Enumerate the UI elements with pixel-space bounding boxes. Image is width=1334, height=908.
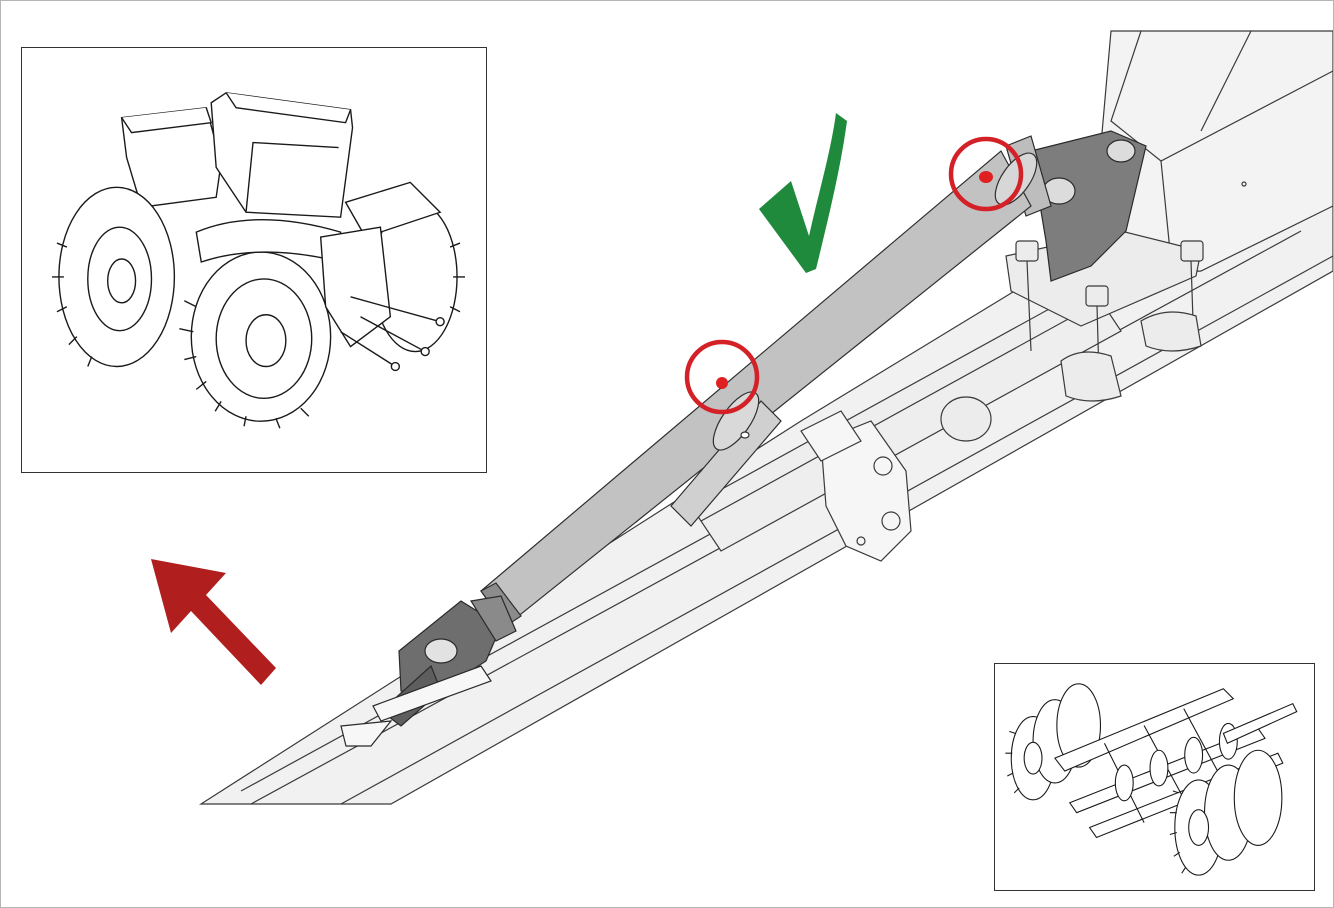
trailed-implement-icon <box>1005 683 1298 876</box>
arrow-up-left-icon <box>151 559 276 685</box>
highlight-circle-upper <box>948 136 1024 212</box>
locking-pin-lower <box>716 377 728 389</box>
locking-pin-upper <box>979 171 993 183</box>
lower-clevis-hitch <box>340 595 517 747</box>
tractor-inset <box>21 47 487 473</box>
hydraulic-cylinder <box>690 285 1122 552</box>
tractor-rear-view-icon <box>51 92 466 429</box>
implement-inset <box>994 663 1315 891</box>
checkmark-icon <box>759 113 847 273</box>
highlight-circle-lower <box>684 339 760 415</box>
beam-clamp-bracket <box>800 410 912 562</box>
